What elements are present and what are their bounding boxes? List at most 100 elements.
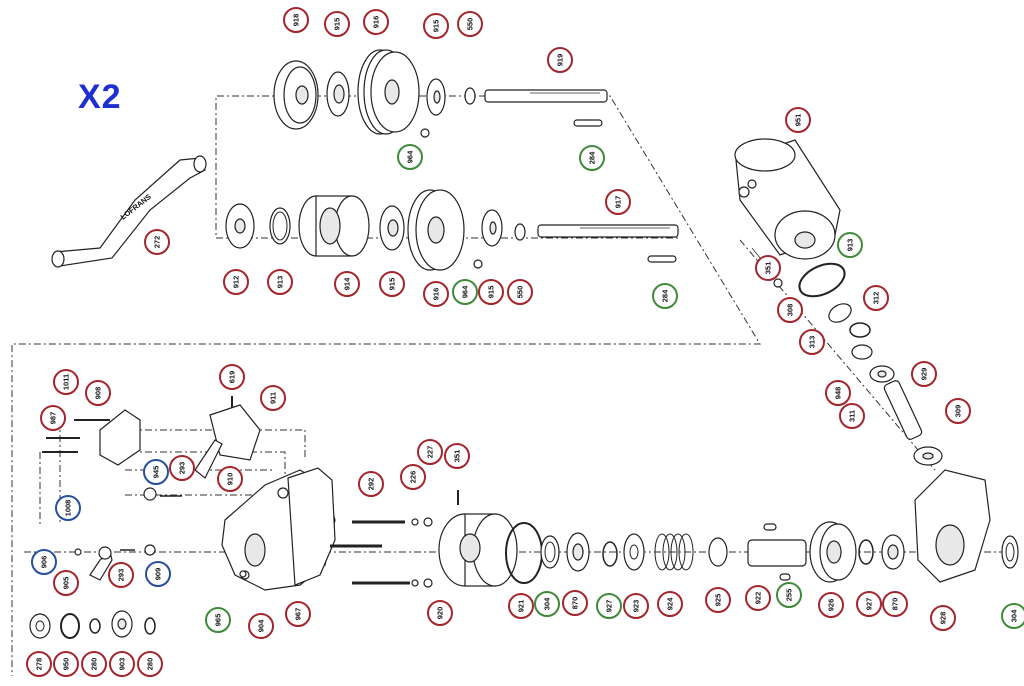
callout-label: 619 bbox=[228, 371, 237, 384]
callout-916: 916 bbox=[423, 281, 449, 307]
callout-label: 280 bbox=[146, 658, 155, 671]
callout-label: 987 bbox=[49, 412, 58, 425]
callout-1011: 1011 bbox=[53, 369, 79, 395]
callout-272: 272 bbox=[144, 229, 170, 255]
motor-group bbox=[734, 138, 943, 466]
callout-label: 951 bbox=[794, 114, 803, 127]
callout-313: 313 bbox=[799, 329, 825, 355]
callout-255: 255 bbox=[776, 582, 802, 608]
callout-label: 904 bbox=[257, 619, 266, 632]
callout-label: 924 bbox=[666, 597, 675, 610]
callout-909: 909 bbox=[145, 561, 171, 587]
base-plate-group bbox=[221, 467, 1019, 591]
callout-870: 870 bbox=[882, 591, 908, 617]
callout-924: 924 bbox=[657, 591, 683, 617]
callout-226: 226 bbox=[400, 464, 426, 490]
callout-label: 922 bbox=[754, 592, 763, 605]
callout-label: 292 bbox=[367, 478, 376, 491]
callout-913: 913 bbox=[267, 269, 293, 295]
callout-label: 309 bbox=[954, 405, 963, 418]
callout-914: 914 bbox=[334, 271, 360, 297]
callout-label: 965 bbox=[214, 614, 223, 627]
callout-label: 227 bbox=[426, 446, 435, 459]
callout-label: 915 bbox=[388, 278, 397, 291]
callout-870: 870 bbox=[562, 590, 588, 616]
callout-951: 951 bbox=[785, 107, 811, 133]
callout-284: 284 bbox=[579, 145, 605, 171]
callout-label: 964 bbox=[406, 150, 415, 163]
bottom-left-parts bbox=[29, 610, 156, 639]
callout-label: 905 bbox=[62, 577, 71, 590]
callout-label: 304 bbox=[1010, 609, 1019, 622]
callout-919: 919 bbox=[547, 47, 573, 73]
callout-915: 915 bbox=[423, 13, 449, 39]
callout-920: 920 bbox=[427, 600, 453, 626]
callout-351: 351 bbox=[444, 443, 470, 469]
callout-308: 308 bbox=[777, 297, 803, 323]
callout-950: 950 bbox=[53, 651, 79, 677]
callout-label: 964 bbox=[461, 285, 470, 298]
callout-927: 927 bbox=[856, 591, 882, 617]
callout-913: 913 bbox=[837, 232, 863, 258]
callout-label: 915 bbox=[432, 20, 441, 33]
callout-915: 915 bbox=[324, 11, 350, 37]
callout-label: 945 bbox=[152, 466, 161, 479]
callout-905: 905 bbox=[53, 570, 79, 596]
callout-304: 304 bbox=[534, 591, 560, 617]
top-row-parts bbox=[273, 49, 608, 138]
callout-550: 550 bbox=[457, 11, 483, 37]
callout-915: 915 bbox=[379, 271, 405, 297]
callout-304: 304 bbox=[1001, 603, 1024, 629]
callout-312: 312 bbox=[863, 285, 889, 311]
callout-904: 904 bbox=[248, 613, 274, 639]
callout-311: 311 bbox=[839, 403, 865, 429]
callout-label: 909 bbox=[154, 568, 163, 581]
callout-619: 619 bbox=[219, 364, 245, 390]
callout-964: 964 bbox=[397, 144, 423, 170]
callout-967: 967 bbox=[285, 601, 311, 627]
callout-label: 915 bbox=[333, 18, 342, 31]
callout-label: 923 bbox=[632, 600, 641, 613]
callout-label: 284 bbox=[661, 289, 670, 302]
callout-915: 915 bbox=[478, 279, 504, 305]
handle-272: LOFRANS bbox=[51, 155, 207, 268]
callout-label: 870 bbox=[571, 597, 580, 610]
callout-label: 293 bbox=[178, 462, 187, 475]
callout-label: 351 bbox=[453, 450, 462, 463]
callout-293: 293 bbox=[108, 562, 134, 588]
callout-351: 351 bbox=[755, 255, 781, 281]
callout-label: 550 bbox=[466, 18, 475, 31]
callout-label: 913 bbox=[846, 239, 855, 252]
callout-label: 351 bbox=[764, 262, 773, 275]
callout-label: 918 bbox=[292, 14, 301, 27]
callout-label: 927 bbox=[605, 600, 614, 613]
callout-label: 311 bbox=[848, 410, 857, 422]
callout-918: 918 bbox=[283, 7, 309, 33]
callout-label: 308 bbox=[786, 304, 795, 317]
callout-948: 948 bbox=[825, 380, 851, 406]
callout-label: 284 bbox=[588, 151, 597, 164]
callout-label: 925 bbox=[714, 594, 723, 607]
callout-label: 272 bbox=[153, 236, 162, 249]
callout-label: 919 bbox=[556, 54, 565, 67]
callout-label: 1011 bbox=[62, 374, 71, 390]
callout-label: 913 bbox=[276, 276, 285, 289]
callout-label: 916 bbox=[372, 16, 381, 29]
callout-987: 987 bbox=[40, 405, 66, 431]
callout-label: 910 bbox=[226, 473, 235, 486]
callout-284: 284 bbox=[652, 283, 678, 309]
callout-label: 927 bbox=[865, 598, 874, 611]
callout-922: 922 bbox=[745, 585, 771, 611]
callout-label: 903 bbox=[118, 658, 127, 671]
callout-280: 280 bbox=[81, 651, 107, 677]
second-row-parts bbox=[225, 189, 679, 271]
callout-label: 550 bbox=[516, 286, 525, 299]
callout-label: 928 bbox=[939, 612, 948, 625]
callout-280: 280 bbox=[137, 651, 163, 677]
callout-925: 925 bbox=[705, 587, 731, 613]
callout-293: 293 bbox=[169, 455, 195, 481]
callout-label: 304 bbox=[543, 597, 552, 610]
callout-903: 903 bbox=[109, 651, 135, 677]
callout-908: 908 bbox=[85, 380, 111, 406]
